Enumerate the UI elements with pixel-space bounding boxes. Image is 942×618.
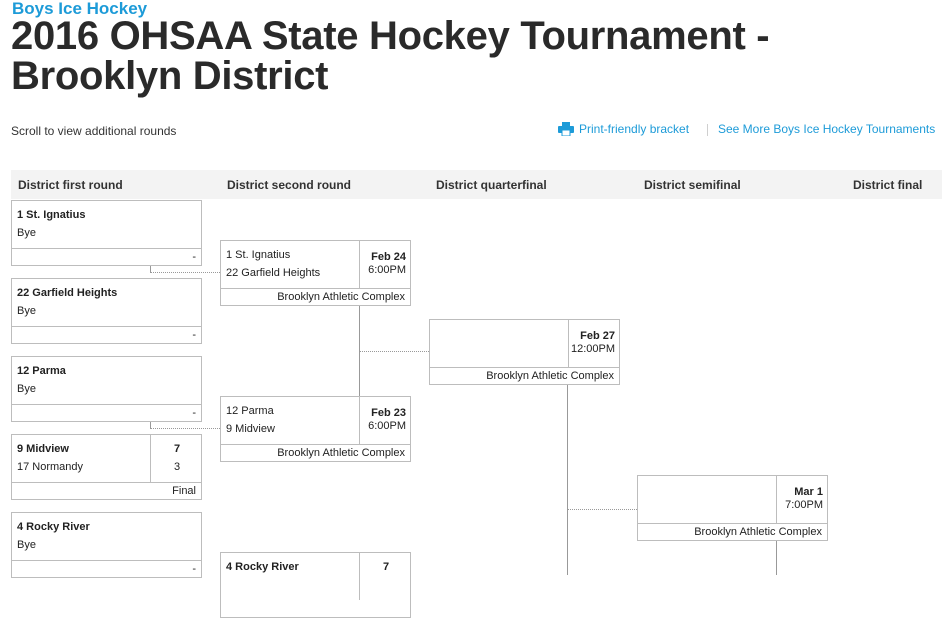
page-title: 2016 OHSAA State Hockey Tournament - Bro… bbox=[11, 14, 770, 98]
connector-line bbox=[150, 428, 220, 429]
game-venue-text: Brooklyn Athletic Complex bbox=[486, 370, 614, 382]
game-date: Mar 1 bbox=[794, 486, 823, 498]
connector-line bbox=[150, 422, 151, 428]
team-2: Bye bbox=[17, 539, 36, 551]
game-time: 7:00PM bbox=[785, 499, 823, 511]
print-bracket-label: Print-friendly bracket bbox=[579, 122, 690, 136]
team-1: 22 Garfield Heights bbox=[17, 287, 118, 299]
score-divider bbox=[359, 553, 360, 600]
quarterfinal-game[interactable]: Feb 27 12:00PM Brooklyn Athletic Complex bbox=[429, 319, 620, 385]
game-status: - bbox=[12, 326, 201, 344]
game-status: - bbox=[12, 248, 201, 266]
game-status-text: - bbox=[192, 329, 196, 341]
scroll-note: Scroll to view additional rounds bbox=[11, 124, 177, 138]
printer-icon bbox=[558, 122, 574, 137]
round-header-bar: District first round District second rou… bbox=[11, 170, 942, 199]
score-1: 7 bbox=[383, 561, 390, 573]
semifinal-game[interactable]: Mar 1 7:00PM Brooklyn Athletic Complex bbox=[637, 475, 828, 541]
connector-line bbox=[567, 509, 637, 510]
team-2: 17 Normandy bbox=[17, 461, 84, 473]
game-venue-text: Brooklyn Athletic Complex bbox=[277, 291, 405, 303]
game-status-text: Final bbox=[172, 485, 196, 497]
team-2: Bye bbox=[17, 383, 36, 395]
second-round-game[interactable]: 1 St. Ignatius 22 Garfield Heights Feb 2… bbox=[220, 240, 411, 306]
game-time: 6:00PM bbox=[368, 420, 406, 432]
link-divider bbox=[707, 124, 708, 136]
first-round-game[interactable]: 12 Parma Bye - bbox=[11, 356, 202, 422]
game-venue: Brooklyn Athletic Complex bbox=[221, 444, 410, 462]
round-header: District semifinal bbox=[644, 178, 741, 192]
team-2: Bye bbox=[17, 227, 36, 239]
team-1: 9 Midview bbox=[17, 443, 69, 455]
game-venue: Brooklyn Athletic Complex bbox=[221, 288, 410, 306]
first-round-game[interactable]: 22 Garfield Heights Bye - bbox=[11, 278, 202, 344]
connector-line bbox=[359, 351, 429, 352]
round-header: District first round bbox=[18, 178, 123, 192]
team-1: 1 St. Ignatius bbox=[226, 249, 291, 261]
second-round-game[interactable]: 12 Parma 9 Midview Feb 23 6:00PM Brookly… bbox=[220, 396, 411, 462]
game-venue: Brooklyn Athletic Complex bbox=[638, 523, 827, 541]
score-2: 3 bbox=[174, 461, 181, 473]
game-status-text: - bbox=[192, 407, 196, 419]
team-2: Bye bbox=[17, 305, 36, 317]
first-round-game[interactable]: 1 St. Ignatius Bye - bbox=[11, 200, 202, 266]
game-date: Feb 27 bbox=[580, 330, 615, 342]
sport-link[interactable]: Boys Ice Hockey bbox=[12, 0, 148, 18]
team-2: 22 Garfield Heights bbox=[226, 267, 321, 279]
team-1: 1 St. Ignatius bbox=[17, 209, 86, 221]
score-1: 7 bbox=[174, 443, 181, 455]
round-header: District second round bbox=[227, 178, 352, 192]
date-divider bbox=[776, 476, 777, 523]
game-date: Feb 24 bbox=[371, 251, 406, 263]
team-1: 4 Rocky River bbox=[226, 561, 299, 573]
more-tournaments-link[interactable]: See More Boys Ice Hockey Tournaments bbox=[718, 122, 936, 136]
game-status: - bbox=[12, 560, 201, 578]
game-venue: Brooklyn Athletic Complex bbox=[430, 367, 619, 385]
team-1: 4 Rocky River bbox=[17, 521, 90, 533]
game-venue-text: Brooklyn Athletic Complex bbox=[277, 447, 405, 459]
connector-line bbox=[150, 272, 220, 273]
date-divider bbox=[359, 397, 360, 444]
date-divider bbox=[359, 241, 360, 288]
game-venue-text: Brooklyn Athletic Complex bbox=[694, 526, 822, 538]
game-date: Feb 23 bbox=[371, 407, 406, 419]
connector-line bbox=[776, 541, 777, 575]
print-bracket-link[interactable]: Print-friendly bracket bbox=[558, 122, 690, 137]
team-1: 12 Parma bbox=[226, 405, 274, 417]
team-2: 9 Midview bbox=[226, 423, 275, 435]
first-round-game[interactable]: 9 Midview 17 Normandy 7 3 Final bbox=[11, 434, 202, 500]
game-status: Final bbox=[12, 482, 201, 500]
first-round-game[interactable]: 4 Rocky River Bye - bbox=[11, 512, 202, 578]
connector-line bbox=[150, 266, 151, 272]
game-status-text: - bbox=[192, 251, 196, 263]
game-status: - bbox=[12, 404, 201, 422]
connector-line bbox=[567, 385, 568, 575]
team-1: 12 Parma bbox=[17, 365, 66, 377]
game-status-text: - bbox=[192, 563, 196, 575]
game-time: 6:00PM bbox=[368, 264, 406, 276]
score-divider bbox=[150, 435, 151, 482]
second-round-game[interactable]: 4 Rocky River 7 bbox=[220, 552, 411, 618]
game-time: 12:00PM bbox=[570, 343, 615, 355]
round-header: District quarterfinal bbox=[436, 178, 547, 192]
round-header: District final bbox=[853, 178, 923, 192]
date-divider bbox=[568, 320, 569, 367]
